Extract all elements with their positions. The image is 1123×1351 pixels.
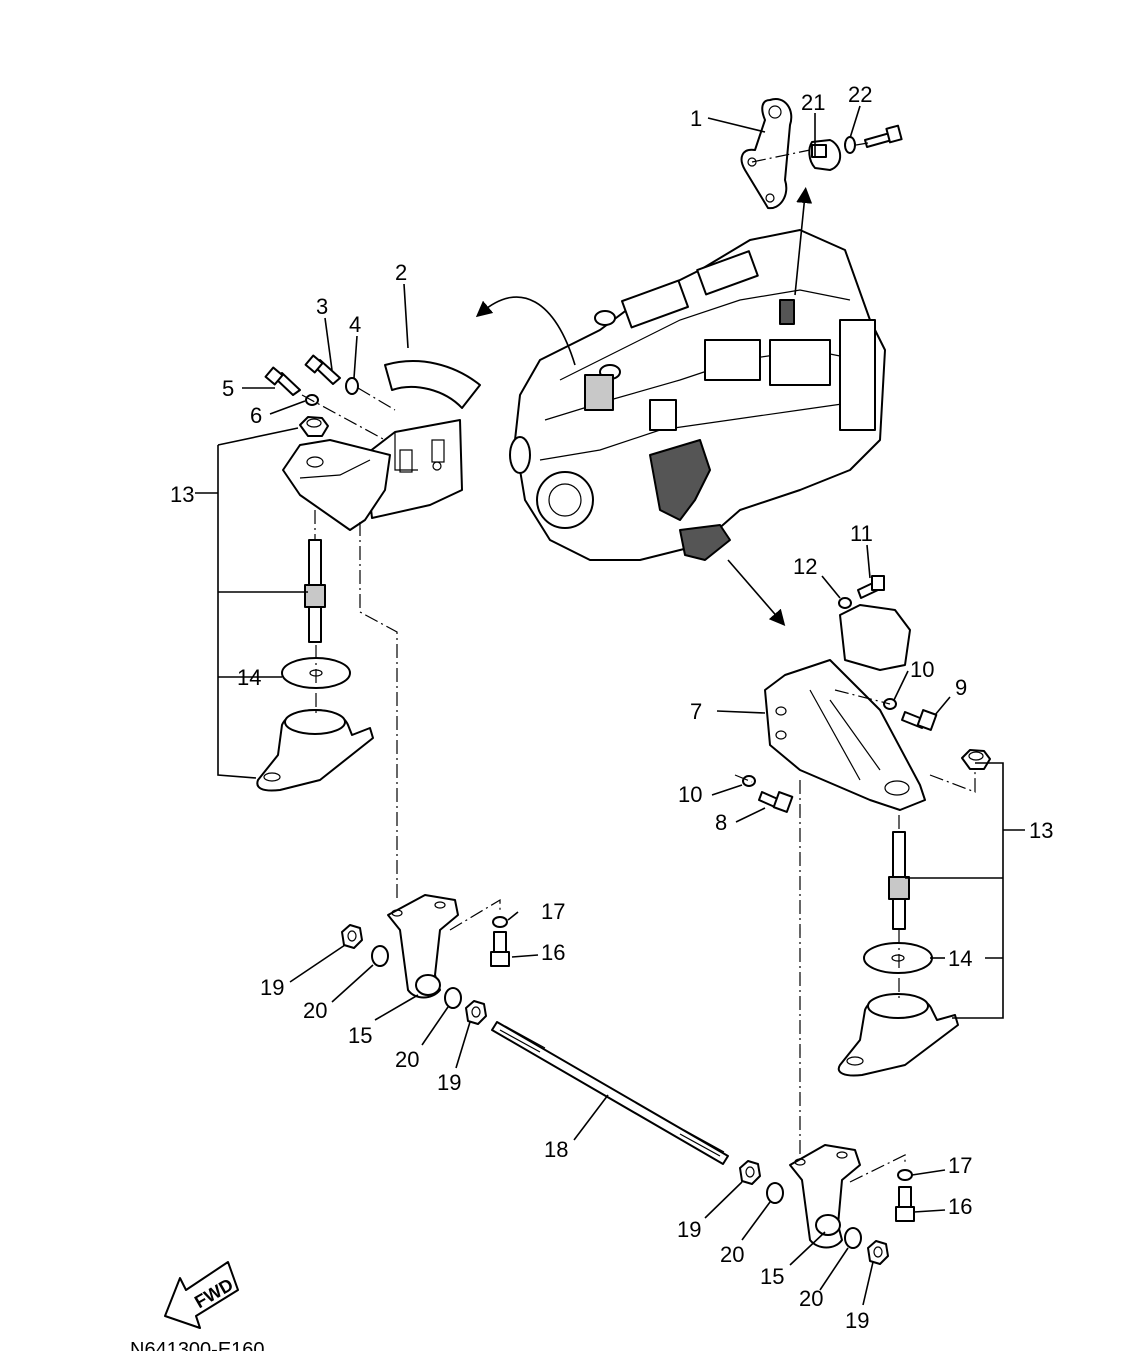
stud-13-left bbox=[304, 510, 326, 643]
nut-19-right-a bbox=[739, 1160, 761, 1185]
washer-10-lower bbox=[742, 775, 756, 787]
arrow-to-right-mount bbox=[727, 559, 786, 627]
callout-10-lower: 10 bbox=[678, 782, 702, 807]
centerline-left bbox=[359, 522, 398, 900]
callout-4: 4 bbox=[349, 312, 361, 337]
bolt-5 bbox=[264, 366, 301, 396]
callout-16-right: 16 bbox=[948, 1194, 972, 1219]
highlighted-mount-rubber bbox=[679, 524, 731, 561]
callout-19-right-b: 19 bbox=[845, 1308, 869, 1333]
lower-bracket-15-left bbox=[387, 894, 459, 999]
mount-bracket-2 bbox=[364, 360, 481, 519]
bolt-3 bbox=[304, 354, 341, 385]
rubber-mount-right bbox=[837, 930, 959, 1077]
drawing-code: N641300-E160 bbox=[130, 1339, 265, 1351]
callout-12: 12 bbox=[793, 554, 817, 579]
arrow-to-left-mount bbox=[475, 296, 576, 366]
callout-20-right-a: 20 bbox=[720, 1242, 744, 1267]
washer-20-right-b bbox=[844, 1227, 862, 1249]
callout-16-left: 16 bbox=[541, 940, 565, 965]
callout-9: 9 bbox=[955, 675, 967, 700]
callout-6: 6 bbox=[250, 403, 262, 428]
bolt-16-right bbox=[895, 1186, 915, 1222]
engine-assembly bbox=[509, 229, 886, 561]
washer-20-right-a bbox=[766, 1182, 784, 1204]
bolt-11 bbox=[857, 575, 885, 599]
arrow-to-bracket-1 bbox=[794, 187, 813, 296]
hose-clamp-21 bbox=[808, 139, 842, 171]
bracket-1 bbox=[740, 98, 811, 210]
callout-21: 21 bbox=[801, 90, 825, 115]
washer-14-right bbox=[863, 942, 933, 974]
upper-mount-plate-13 bbox=[282, 439, 391, 531]
callout-13-right: 13 bbox=[1029, 818, 1053, 843]
callout-19-right-a: 19 bbox=[677, 1217, 701, 1242]
leader-lines bbox=[195, 105, 951, 1306]
callout-2: 2 bbox=[395, 260, 407, 285]
callout-20-left-a: 20 bbox=[303, 998, 327, 1023]
nut-19-right-b bbox=[867, 1240, 889, 1265]
callout-5: 5 bbox=[222, 376, 234, 401]
callout-20-right-b: 20 bbox=[799, 1286, 823, 1311]
stud-13-right bbox=[888, 815, 910, 930]
callout-1: 1 bbox=[690, 106, 702, 131]
callout-19-left-b: 19 bbox=[437, 1070, 461, 1095]
callout-3: 3 bbox=[316, 294, 328, 319]
threaded-rod-18 bbox=[491, 1021, 729, 1165]
bolt-9 bbox=[901, 709, 938, 731]
callout-15-right: 15 bbox=[760, 1264, 784, 1289]
washer-17-right bbox=[897, 1169, 913, 1181]
washer-17-left bbox=[492, 916, 508, 928]
bolt-upper-right bbox=[855, 124, 903, 148]
washer-20-left-a bbox=[371, 945, 389, 967]
callout-14-right: 14 bbox=[948, 946, 972, 971]
callout-labels: 1 2 3 4 5 6 7 8 9 10 10 11 12 13 13 14 1… bbox=[170, 82, 1053, 1333]
nut-19-left-a bbox=[341, 924, 363, 949]
callout-8: 8 bbox=[715, 810, 727, 835]
callout-14-left: 14 bbox=[237, 665, 261, 690]
callout-20-left-b: 20 bbox=[395, 1047, 419, 1072]
callout-15-left: 15 bbox=[348, 1023, 372, 1048]
callout-18: 18 bbox=[544, 1137, 568, 1162]
forward-direction-arrow: FWD bbox=[164, 1261, 239, 1329]
washer-20-left-b bbox=[444, 987, 462, 1009]
rubber-mount-left bbox=[256, 645, 374, 792]
nut-13-left bbox=[299, 416, 329, 437]
callout-11: 11 bbox=[850, 521, 873, 546]
callout-7: 7 bbox=[690, 699, 702, 724]
highlighted-mount-bracket bbox=[649, 439, 711, 521]
upper-bracket-7 bbox=[764, 604, 926, 811]
leader-13-top bbox=[217, 427, 299, 446]
washer-4 bbox=[345, 377, 359, 395]
callout-22: 22 bbox=[848, 82, 872, 107]
callout-10-upper: 10 bbox=[910, 657, 934, 682]
highlighted-hose-clamp bbox=[779, 299, 795, 325]
washer-12 bbox=[838, 597, 852, 609]
lower-bracket-15-right bbox=[789, 1144, 861, 1249]
washer-22 bbox=[844, 136, 856, 154]
bolt-8 bbox=[758, 791, 794, 813]
callout-19-left-a: 19 bbox=[260, 975, 284, 1000]
nut-13-right bbox=[961, 749, 991, 770]
callout-17-left: 17 bbox=[541, 899, 565, 924]
bolt-16-left bbox=[490, 931, 510, 967]
nut-19-left-b bbox=[465, 1000, 487, 1025]
callout-13-left: 13 bbox=[170, 482, 194, 507]
callout-17-right: 17 bbox=[948, 1153, 972, 1178]
